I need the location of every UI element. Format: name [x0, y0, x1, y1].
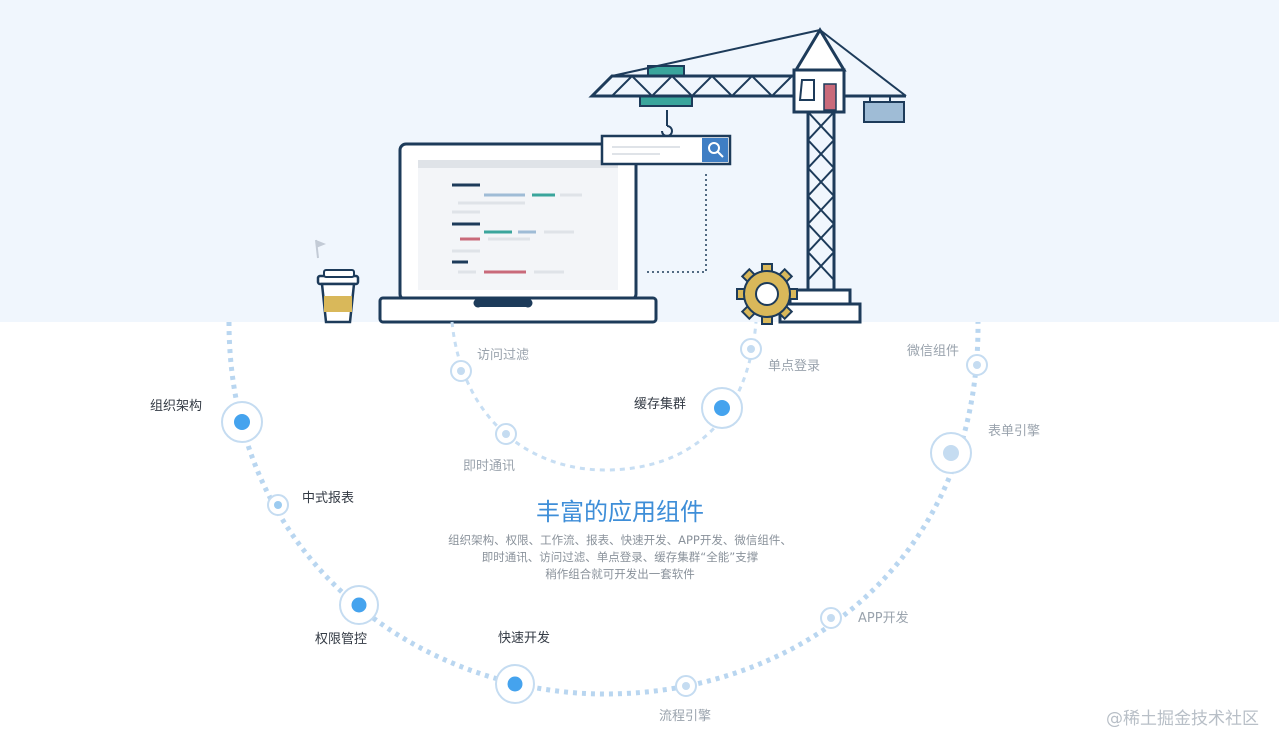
coffee-cup-icon	[316, 269, 360, 324]
flag-icon	[315, 239, 326, 259]
label-wechat[interactable]: 微信组件	[907, 344, 960, 359]
label-access-filter[interactable]: 访问过滤	[477, 348, 530, 363]
search-box-icon	[600, 110, 732, 273]
label-workflow[interactable]: 流程引擎	[659, 709, 712, 724]
node-fast-dev[interactable]	[495, 664, 535, 704]
node-wechat[interactable]	[966, 354, 988, 376]
node-workflow[interactable]	[675, 675, 697, 697]
label-org-structure[interactable]: 组织架构	[150, 399, 203, 414]
label-fast-dev[interactable]: 快速开发	[498, 631, 551, 646]
description-line-2: 即时通讯、访问过滤、单点登录、缓存集群“全能”支撑	[481, 550, 759, 564]
section-description: 组织架构、权限、工作流、报表、快速开发、APP开发、微信组件、 即时通讯、访问过…	[420, 532, 820, 583]
label-sso[interactable]: 单点登录	[768, 359, 821, 374]
node-cache-cluster[interactable]	[701, 387, 743, 429]
label-im[interactable]: 即时通讯	[463, 459, 516, 474]
node-form-engine[interactable]	[930, 432, 972, 474]
node-access-filter[interactable]	[450, 360, 472, 382]
node-permission[interactable]	[339, 585, 379, 625]
hero-illustration	[315, 27, 907, 325]
node-report[interactable]	[267, 494, 289, 516]
node-im[interactable]	[495, 423, 517, 445]
laptop-icon	[378, 142, 658, 324]
label-form-engine[interactable]: 表单引擎	[988, 424, 1041, 439]
description-line-3: 稍作组合就可开发出一套软件	[545, 567, 695, 581]
label-app-dev[interactable]: APP开发	[858, 611, 909, 626]
gear-icon	[736, 263, 798, 325]
section-title: 丰富的应用组件	[536, 498, 704, 526]
crane-icon	[588, 27, 907, 324]
label-permission[interactable]: 权限管控	[315, 632, 368, 647]
label-report[interactable]: 中式报表	[302, 491, 355, 506]
watermark: @稀土掘金技术社区	[1106, 709, 1259, 729]
node-sso[interactable]	[740, 338, 762, 360]
node-app-dev[interactable]	[820, 607, 842, 629]
description-line-1: 组织架构、权限、工作流、报表、快速开发、APP开发、微信组件、	[448, 533, 792, 547]
label-cache-cluster[interactable]: 缓存集群	[634, 397, 687, 412]
node-org-structure[interactable]	[221, 401, 263, 443]
